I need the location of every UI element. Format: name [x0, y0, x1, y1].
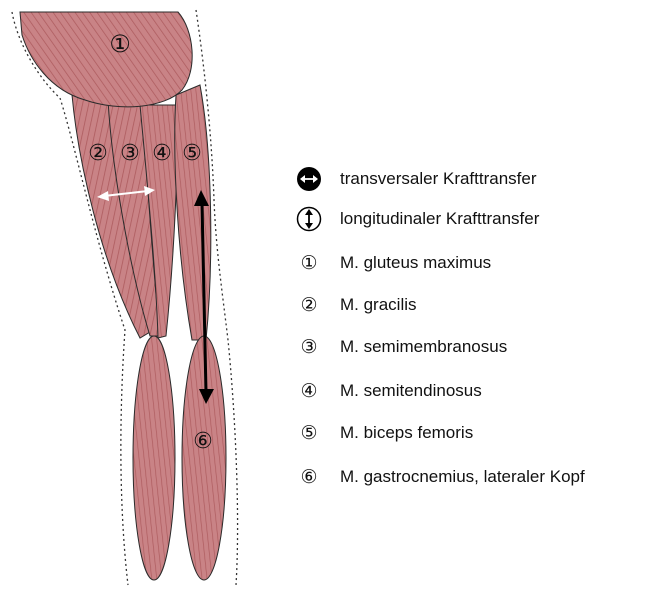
legend-number-5: ⑤	[300, 424, 317, 443]
legend-label-6: M. gastrocnemius, lateraler Kopf	[340, 467, 585, 487]
legend-label-longitudinal: longitudinaler Krafttransfer	[340, 209, 539, 229]
transversal-symbol-icon	[296, 166, 322, 192]
label-gracilis: ②	[88, 141, 108, 166]
legend-row-4: ④ M. semitendinosus	[296, 376, 482, 406]
muscle-gluteus-maximus	[20, 12, 192, 107]
legend-label-1: M. gluteus maximus	[340, 253, 491, 273]
legend-label-5: M. biceps femoris	[340, 423, 473, 443]
legend-label-2: M. gracilis	[340, 295, 417, 315]
legend-number-6: ⑥	[300, 468, 317, 487]
legend-number-3: ③	[300, 338, 317, 357]
label-semimembranosus: ③	[120, 141, 140, 166]
label-biceps-femoris: ⑤	[182, 141, 202, 166]
label-gluteus-maximus: ①	[109, 30, 131, 58]
longitudinal-symbol-icon	[296, 206, 322, 232]
legend-number-2: ②	[300, 296, 317, 315]
label-semitendinosus: ④	[152, 141, 172, 166]
legend-row-5: ⑤ M. biceps femoris	[296, 418, 473, 448]
legend-label-3: M. semimembranosus	[340, 337, 507, 357]
legend-row-1: ① M. gluteus maximus	[296, 248, 491, 278]
legend-row-transversal: transversaler Krafttransfer	[296, 164, 537, 194]
muscle-lower-leg-medial	[133, 336, 175, 580]
legend-number-4: ④	[300, 382, 317, 401]
label-gastrocnemius: ⑥	[193, 429, 213, 454]
legend-row-3: ③ M. semimembranosus	[296, 332, 507, 362]
legend-label-transversal: transversaler Krafttransfer	[340, 169, 537, 189]
muscle-gastrocnemius-lateral	[182, 336, 226, 580]
legend-label-4: M. semitendinosus	[340, 381, 482, 401]
legend-row-6: ⑥ M. gastrocnemius, lateraler Kopf	[296, 462, 585, 492]
legend-row-longitudinal: longitudinaler Krafttransfer	[296, 204, 539, 234]
legend-row-2: ② M. gracilis	[296, 290, 417, 320]
legend-number-1: ①	[300, 254, 317, 273]
